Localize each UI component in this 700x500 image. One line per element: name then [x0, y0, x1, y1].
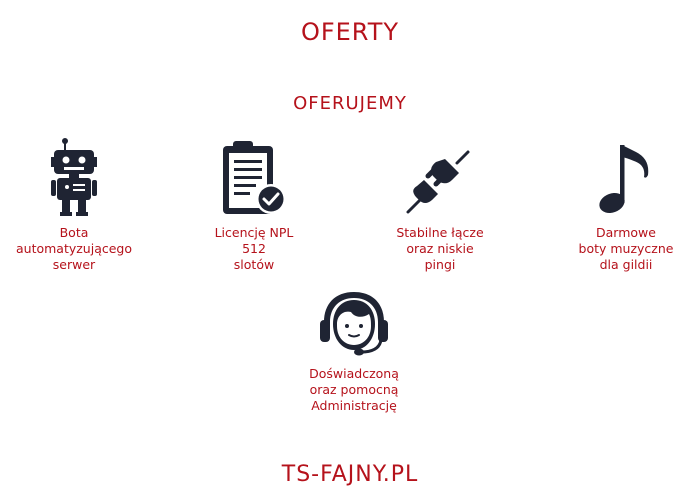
offer-bot: Bota automatyzującego serwer: [0, 135, 154, 273]
clipboard-check-icon: [223, 141, 286, 214]
page-title: OFERTY: [300, 18, 400, 46]
plug-connection-icon: [406, 150, 470, 214]
headset-support-icon: [320, 292, 388, 356]
section-subtitle: OFERUJEMY: [293, 93, 407, 114]
robot-icon: [51, 138, 97, 216]
offer-music-label: Darmowe boty muzyczne dla gildii: [578, 225, 674, 272]
offer-bot-label: Bota automatyzującego serwer: [15, 225, 133, 272]
offer-connection: Stabilne łącze oraz niskie pingi: [360, 135, 520, 273]
offer-support-label: Doświadczoną oraz pomocną Administrację: [309, 366, 399, 413]
offer-music: Darmowe boty muzyczne dla gildii: [546, 135, 700, 273]
offer-support: Doświadczoną oraz pomocną Administrację: [274, 282, 434, 414]
offer-license-label: Licencję NPL 512 slotów: [214, 225, 294, 272]
footer-brand: TS-FAJNY.PL: [281, 462, 419, 487]
music-note-icon: [599, 145, 649, 213]
offer-connection-label: Stabilne łącze oraz niskie pingi: [396, 225, 484, 272]
offer-license: Licencję NPL 512 slotów: [174, 135, 334, 273]
